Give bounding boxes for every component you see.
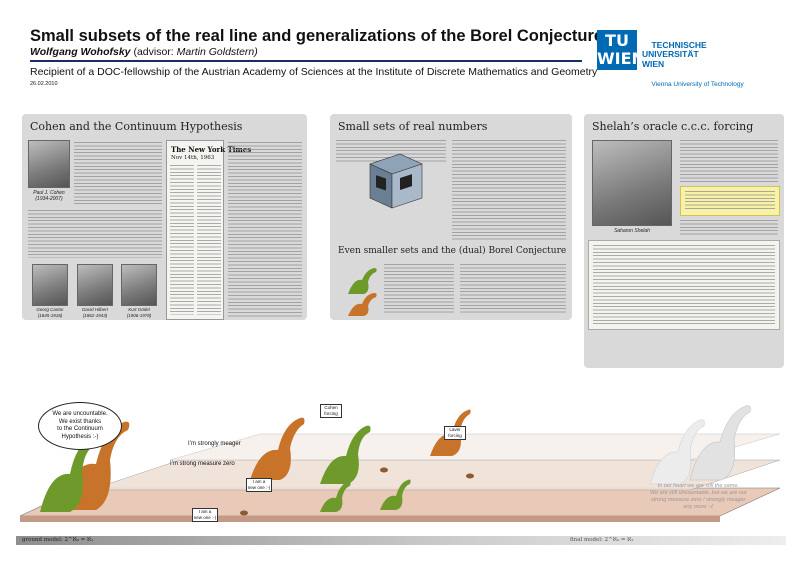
dual-borel-text-right [460,264,566,314]
panel-shelah-title: Shelah’s oracle c.c.c. forcing [592,120,754,133]
final-model-label: final model: 2^ℵ₀ = ℵ₂ [570,537,634,543]
panel-cohen: Cohen and the Continuum Hypothesis Paul … [22,114,307,320]
orange-dino-icon [348,293,377,316]
university-name-de: TECHNISCHE UNIVERSITÄT WIEN [642,39,707,69]
poster-title: Small subsets of the real line and gener… [30,27,604,45]
shelah-photo [592,140,672,226]
poster-header: Small subsets of the real line and gener… [0,0,800,96]
university-name: TECHNISCHE UNIVERSITÄT WIEN Vienna Unive… [642,31,744,99]
cohen-text-block [74,142,162,204]
advisor-prefix: (advisor: [133,46,174,58]
egg-2 [380,467,388,473]
goedel-caption: Kurt Gödel (1906-1978) [115,307,163,318]
uncountable-speech-bubble: We are uncountable. We exist thanks to t… [38,402,122,450]
cantor-caption: Georg Cantor (1845-1918) [26,307,74,318]
shelah-question-box [680,186,780,216]
tu-logo-icon: TU WIEN [597,30,645,70]
dual-borel-text-left [384,264,454,314]
poster-date: 26.02.2010 [30,81,58,87]
hilbert-name: David Hilbert [82,307,108,312]
nyt-masthead: The New York Times [171,145,252,154]
cantor-portrait [32,264,68,306]
dino-green-small-2 [380,479,411,510]
egg-1 [240,510,248,516]
ground-model-label: ground model: 2^ℵ₀ = ℵ₁ [22,537,94,543]
shelah-text-2 [680,220,778,236]
cohen-text-block-2 [28,210,162,258]
cantor-years: (1845-1918) [37,312,63,318]
dino-green-mid [320,425,371,484]
dino-green-small [320,481,351,512]
sign-new-one-1: I am a new one :-) [246,478,272,492]
dino-ghost-1 [689,405,751,481]
nyt-column-2 [197,165,221,315]
sign-cohen-forcing: Cohen forcing [320,404,342,418]
hilbert-portrait [77,264,113,306]
nyt-column [170,165,194,315]
fellowship-line: Recipient of a DOC-fellowship of the Aus… [30,66,598,78]
cohen-photo-caption: Paul J. Cohen (1934-2007) [33,190,65,202]
hilbert-caption: David Hilbert (1862-1943) [71,307,119,318]
slab-ground-front [20,516,720,522]
title-divider [30,60,582,62]
sign-new-one-2: I am a new one :-) [192,508,218,522]
nyt-clipping: The New York Times Nov 14th, 1963 [166,140,251,320]
sign-laver-forcing: Laver forcing [444,426,466,440]
shelah-question-text [685,191,775,211]
ground-bar [16,536,786,545]
menger-sponge-icon [369,153,423,209]
speech-strong-measure-zero: I’m strong measure zero [170,461,235,467]
dino-green-large [40,437,97,512]
end-speech-text: In our heart we are still the same. We a… [650,483,747,510]
speech-strongly-meager: I’m strongly meager [188,441,241,447]
hilbert-years: (1862-1943) [82,312,108,318]
advisor-name: Martin Goldstern) [176,46,258,58]
definition-text [593,245,775,325]
goedel-years: (1906-1978) [126,312,152,318]
goedel-portrait [121,264,157,306]
small-sets-text-right [452,140,566,240]
dino-orange-far [430,409,471,456]
shelah-photo-caption: Saharon Shelah [614,228,650,234]
dual-borel-subtitle: Even smaller sets and the (dual) Borel C… [338,246,567,256]
shelah-text [680,140,778,184]
dino-ghost-2 [649,419,705,485]
author-line: Wolfgang Wohofsky (advisor: Martin Golds… [30,46,258,58]
panel-cohen-title: Cohen and the Continuum Hypothesis [30,120,243,133]
panel-shelah: Shelah’s oracle c.c.c. forcing Saharon S… [584,114,784,368]
definition-box [588,240,780,330]
cohen-photo [28,140,70,188]
university-name-en: Vienna University of Technology [651,80,744,88]
egg-3 [466,473,474,479]
cohen-text-right [228,142,302,318]
author-name: Wolfgang Wohofsky [30,46,131,58]
slab-top [169,433,781,461]
panel-small-sets: Small sets of real numbers Even smaller … [330,114,572,320]
cantor-name: Georg Cantor [36,307,64,312]
green-dino-icon [348,268,377,294]
goedel-name: Kurt Gödel [128,307,150,312]
panel-small-sets-title: Small sets of real numbers [338,120,488,133]
dino-orange-mid [250,417,305,480]
nyt-date: Nov 14th, 1963 [171,155,215,161]
